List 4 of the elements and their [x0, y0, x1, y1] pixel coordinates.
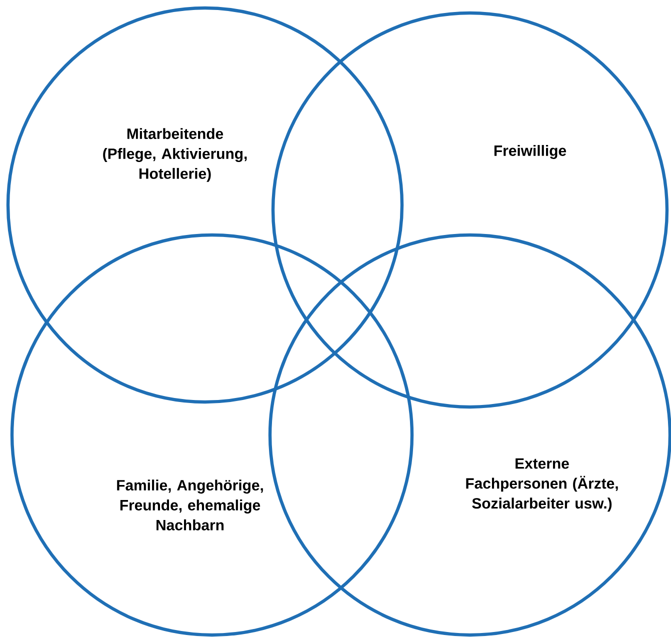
circle-label: Mitarbeitende (Pflege, Aktivierung, Hotellerie): [103, 128, 247, 182]
circle-label: Familie, Angehörige, Freunde, ehemalige Nachbarn: [117, 480, 263, 530]
circle-label: Externe Fachpersonen (Ärzte, Sozialarbeiter usw.): [466, 458, 618, 512]
circle-label: Freiwillige: [494, 145, 566, 159]
